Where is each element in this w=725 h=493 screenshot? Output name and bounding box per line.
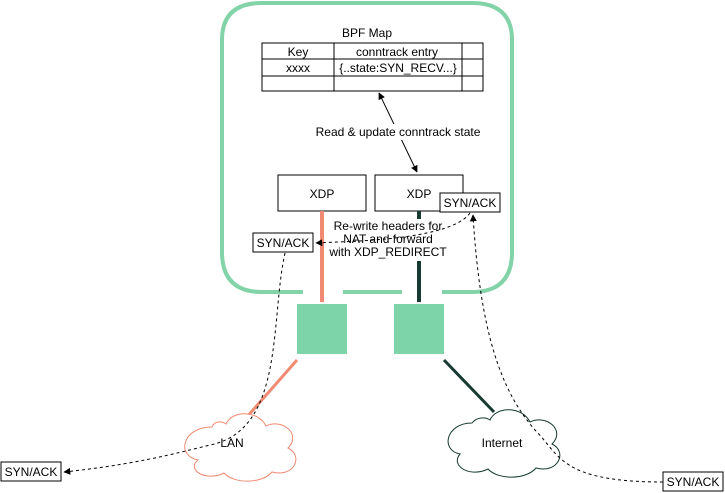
svg-text:Re-write headers for: Re-write headers for xyxy=(334,219,443,233)
table-header-key: Key xyxy=(288,45,309,59)
read-update-label: Read & update conntrack state xyxy=(316,125,481,139)
host-box xyxy=(220,1,514,294)
lan-external-link xyxy=(244,359,299,419)
lan-cloud xyxy=(184,413,297,482)
syn-ack-inner-right: SYN/ACK xyxy=(444,196,497,210)
xdp-label-left: XDP xyxy=(310,187,335,201)
nic-lan xyxy=(297,304,347,354)
syn-ack-out-path xyxy=(63,252,286,475)
svg-text:with XDP_REDIRECT: with XDP_REDIRECT xyxy=(328,245,447,259)
xdp-box-left xyxy=(277,174,367,212)
rewrite-label: Re-write headers for NAT and forward wit… xyxy=(328,219,447,261)
nic-internet xyxy=(394,304,444,354)
syn-ack-inner-right-box xyxy=(439,192,501,213)
lan-label: LAN xyxy=(220,436,243,450)
syn-ack-outer-left: SYN/ACK xyxy=(5,465,58,479)
internet-label: Internet xyxy=(482,436,523,450)
table-cell-entry: {..state:SYN_RECV...} xyxy=(339,61,457,75)
table-header-entry: conntrack entry xyxy=(356,45,438,59)
syn-ack-inner-left-box xyxy=(252,232,314,253)
syn-ack-outer-left-box xyxy=(0,461,62,482)
syn-ack-outer-right-box xyxy=(662,471,724,492)
internet-external-link xyxy=(442,358,496,414)
syn-ack-in-path xyxy=(469,214,664,483)
bpf-map-table: Key conntrack entry xxxx {..state:SYN_RE… xyxy=(261,42,484,92)
svg-text:NAT and forward: NAT and forward xyxy=(343,232,433,246)
bpf-map-title: BPF Map xyxy=(342,26,392,40)
redirect-arrow xyxy=(315,212,471,247)
syn-ack-outer-right: SYN/ACK xyxy=(667,475,720,489)
syn-ack-inner-left: SYN/ACK xyxy=(257,236,310,250)
xdp-label-right: XDP xyxy=(407,187,432,201)
table-cell-key: xxxx xyxy=(286,61,310,75)
